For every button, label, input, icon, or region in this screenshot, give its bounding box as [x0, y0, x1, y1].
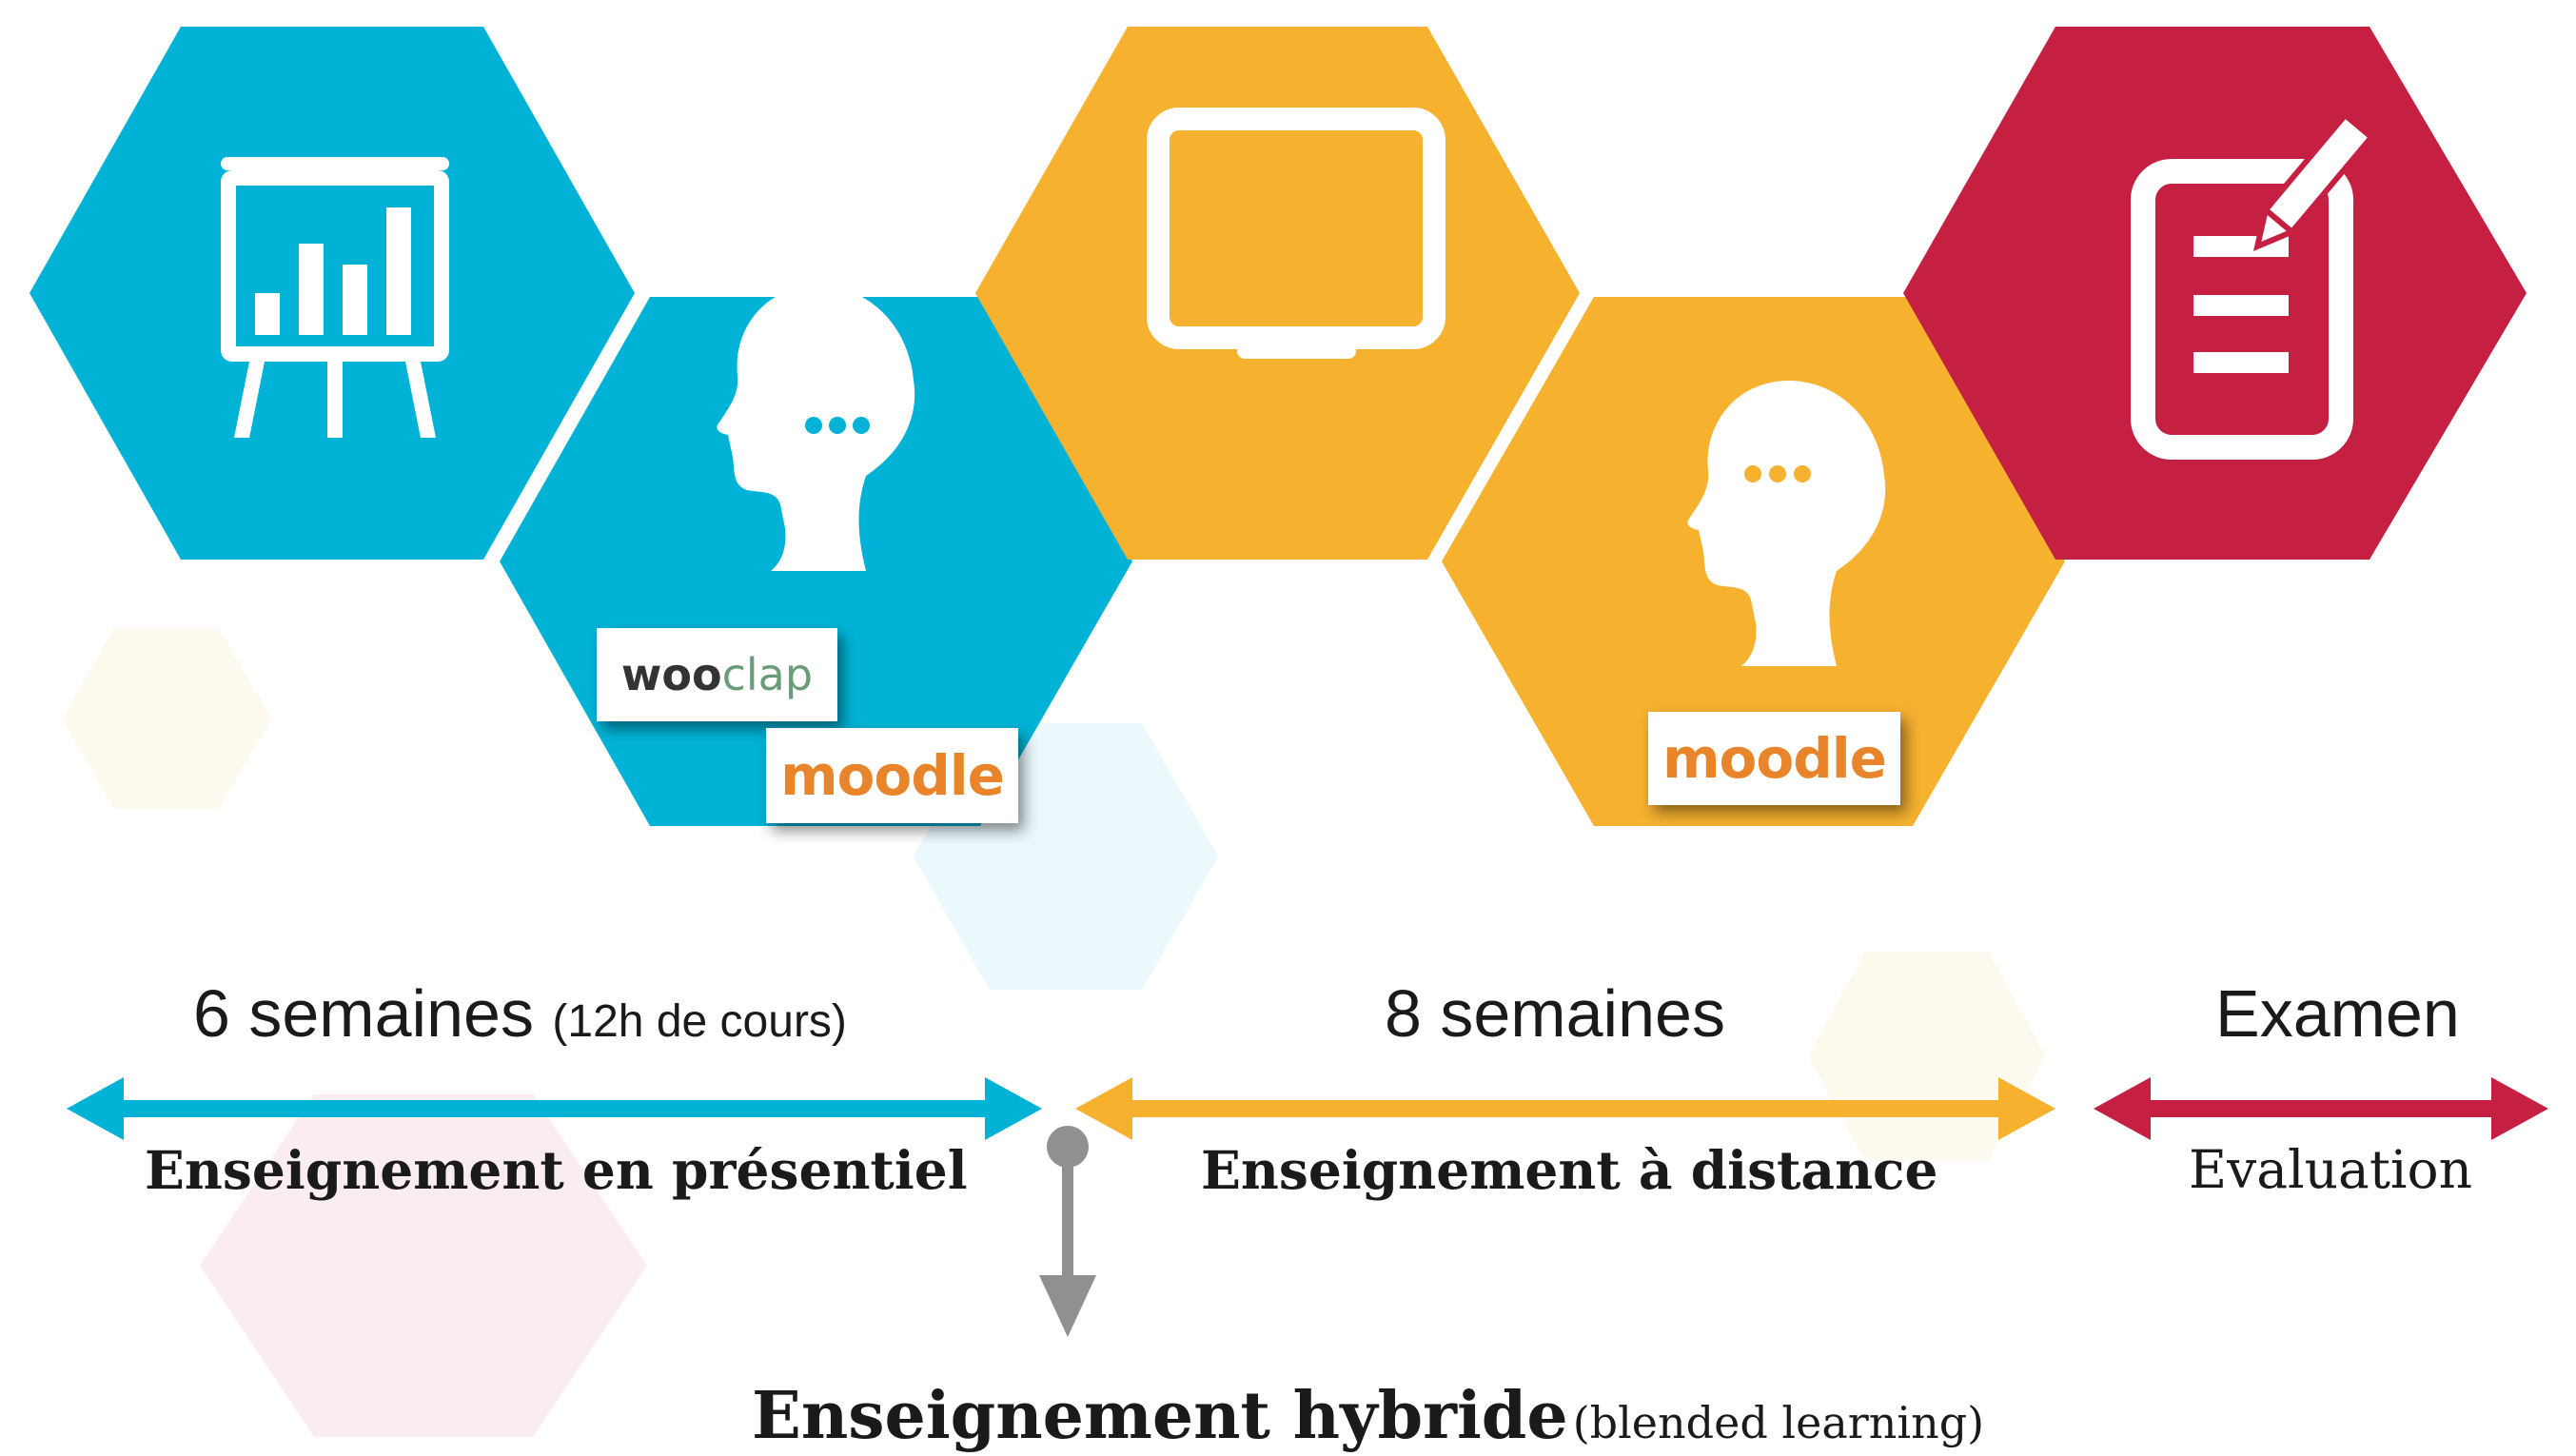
phase-label-evaluation: Evaluation: [2189, 1139, 2473, 1200]
timeline-arrow-evaluation: [2094, 1077, 2548, 1140]
phase-duration-distance: 8 semaines: [1385, 976, 1725, 1051]
phase-note-presentiel: (12h de cours): [552, 996, 847, 1047]
timeline-arrow-distance: [1075, 1077, 2055, 1140]
hybrid-learning-title: Enseignement hybride (blended learning): [752, 1378, 1985, 1454]
moodle-logo: moodle: [766, 728, 1018, 823]
phase-duration-evaluation: Examen: [2215, 976, 2460, 1051]
computer-monitor-icon: [1147, 108, 1445, 359]
phase-label-distance: Enseignement à distance: [1201, 1139, 1938, 1201]
timeline-arrow-presentiel: [67, 1077, 1042, 1140]
phase-label-presentiel: Enseignement en présentiel: [145, 1139, 968, 1201]
puzzle-tab-orange-2: [1568, 369, 1667, 468]
document-pencil-icon: [2131, 110, 2376, 460]
puzzle-tab-red: [1996, 322, 2095, 421]
thinking-head-icon: [717, 285, 915, 571]
puzzle-tab-blue: [631, 369, 730, 468]
hybrid-learning-subtitle: (blended learning): [1572, 1397, 1985, 1448]
phase-duration-presentiel: 6 semaines (12h de cours): [193, 976, 847, 1051]
presentation-board-chart-icon: [221, 157, 449, 438]
hexagon-evaluation: [1903, 27, 2527, 560]
hexagon-presentiel-1: [29, 27, 635, 560]
moodle-logo: moodle: [1648, 712, 1900, 805]
hybrid-pointer-arrow: [1039, 1126, 1096, 1337]
thinking-head-icon: [1687, 381, 1886, 666]
